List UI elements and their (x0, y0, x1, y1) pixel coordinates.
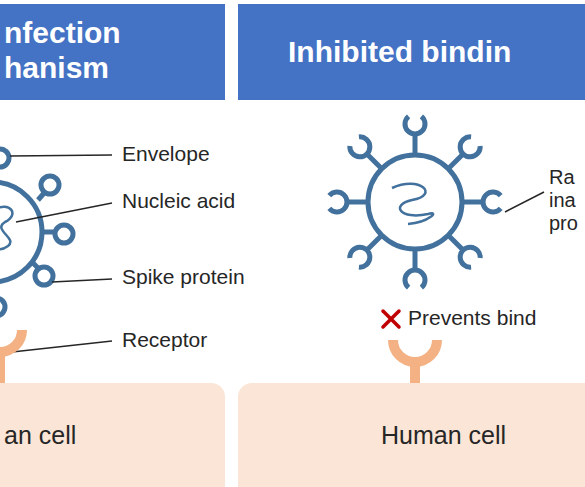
node-text: Inhibited bindin (288, 35, 511, 70)
header-band: Inhibited bindin (238, 4, 585, 100)
part-label: Ra ina pro (549, 166, 578, 235)
part-label: Nucleic acid (122, 189, 235, 213)
part-label: Envelope (122, 142, 210, 166)
cell-box: an cell (0, 383, 225, 487)
header-band: nfection hanism (0, 4, 225, 100)
part-label: Receptor (122, 328, 207, 352)
cell-box: Human cell (238, 383, 585, 487)
part-label: Spike protein (122, 265, 245, 289)
node-text: nfection hanism (4, 16, 121, 85)
node-text: Human cell (381, 421, 506, 450)
node-text: an cell (4, 421, 76, 450)
note-label: Prevents bind (408, 306, 536, 330)
